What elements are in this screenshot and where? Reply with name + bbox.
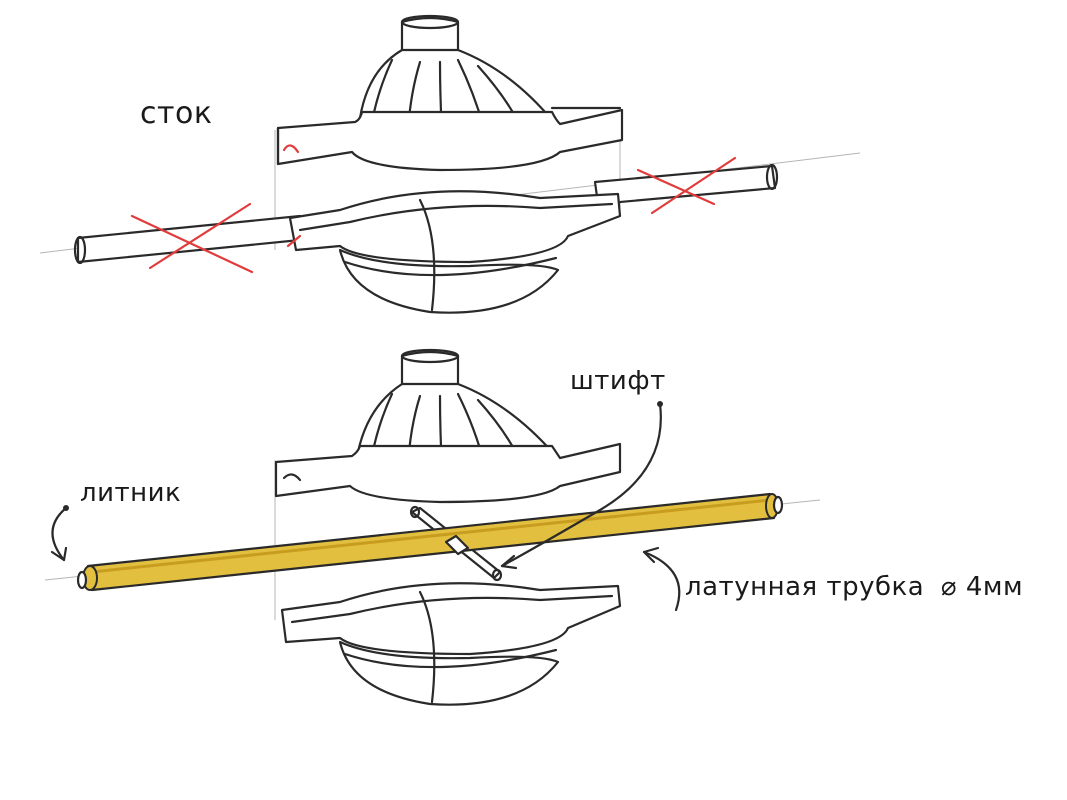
upper-mold-half (276, 14, 624, 172)
lower-mold-half (286, 190, 622, 314)
diameter-value: 4мм (965, 572, 1024, 602)
pin-label: штифт (570, 366, 666, 396)
bottom-assembly (44, 348, 821, 706)
sprue-leader-arrow (50, 505, 69, 562)
sprue-label: литник (80, 478, 182, 508)
upper-mold-half-2 (274, 348, 622, 504)
pin-leader-arrow (500, 401, 663, 570)
tube-leader-arrow (642, 546, 681, 612)
brass-tube (76, 492, 784, 592)
brass-tube-label: латунная трубка ⌀ 4мм (685, 572, 1023, 602)
brass-tube-text: латунная трубка (685, 572, 925, 602)
diameter-symbol: ⌀ (940, 572, 958, 602)
top-assembly (39, 14, 861, 314)
drain-label: сток (140, 96, 213, 131)
lower-mold-half-2 (280, 582, 622, 706)
